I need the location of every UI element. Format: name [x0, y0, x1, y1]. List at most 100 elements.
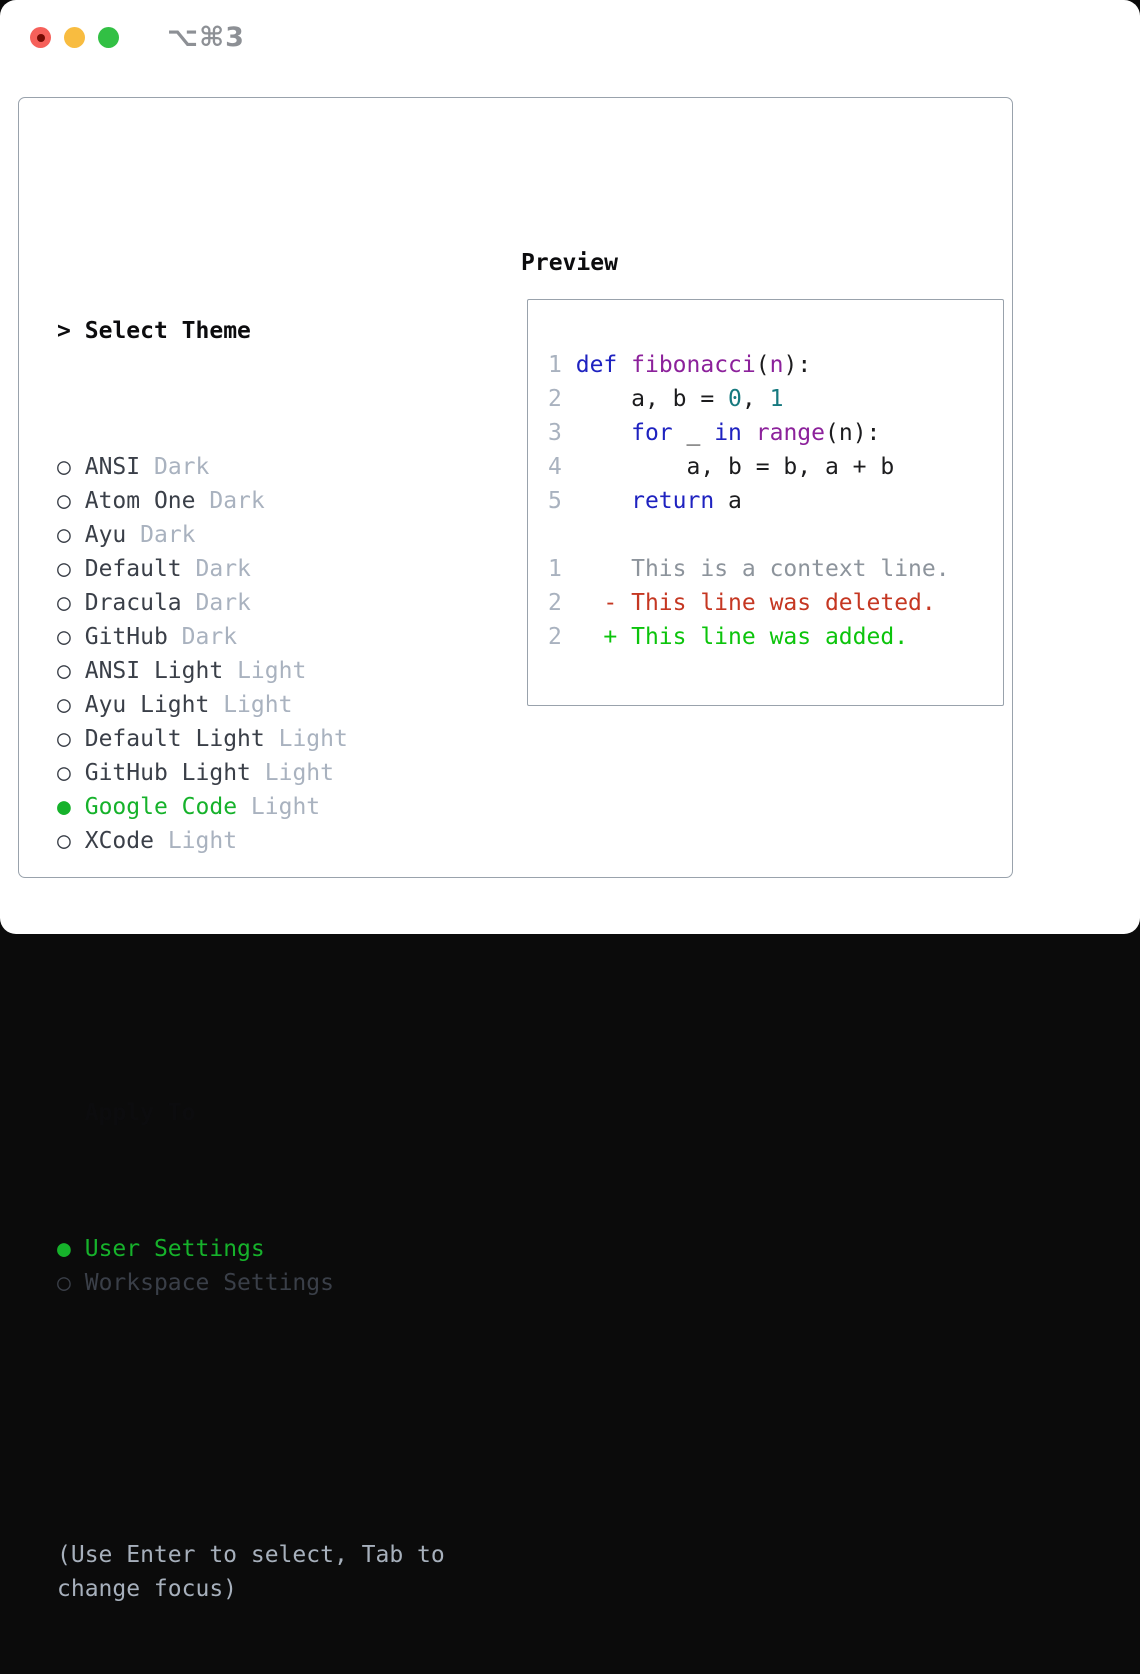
theme-variant-tag: Light [278, 726, 348, 752]
theme-picker-panel: > Select Theme ○ ANSI Dark○ Atom One Dar… [18, 97, 1013, 1602]
code-segment-pl [562, 488, 631, 514]
code-segment-pl [562, 352, 576, 378]
code-segment-pl: ): [783, 352, 812, 378]
window: ⌥⌘3 > Select Theme ○ ANSI Dark○ Atom One… [0, 0, 1140, 1602]
radio-unselected-icon: ○ [57, 454, 71, 480]
code-segment-lit: 0 [728, 386, 742, 412]
close-button[interactable] [30, 27, 51, 48]
help-text-line: change focus) [57, 1576, 238, 1602]
apply-to-options-list: ● User Settings○ Workspace Settings [57, 1232, 517, 1300]
apply-to-header: Apply To [57, 1096, 517, 1130]
theme-variant-tag: Light [223, 692, 293, 718]
spacer [57, 1402, 517, 1436]
select-theme-title: Select Theme [84, 318, 251, 344]
code-segment-pl: a, b = b, a + b [686, 454, 895, 480]
radio-selected-icon: ● [57, 794, 71, 820]
code-line-2: 2 a, b = 0, 1 [548, 382, 1003, 416]
theme-variant-tag: Dark [153, 454, 210, 480]
radio-unselected-icon: ○ [57, 624, 71, 650]
theme-option-github-light-light[interactable]: ○ GitHub Light Light [57, 756, 517, 790]
window-title-shortcut: ⌥⌘3 [167, 22, 245, 53]
code-line-5: 5 return a [548, 484, 1003, 518]
theme-variant-tag: Light [250, 794, 321, 820]
minimize-button[interactable] [64, 27, 85, 48]
code-line-1: 1 def fibonacci(n): [548, 348, 1003, 382]
theme-option-google-code-light[interactable]: ● Google Code Light [57, 790, 517, 824]
radio-unselected-icon: ○ [57, 488, 71, 514]
diff-added-line: 2 + This line was added. [548, 620, 1003, 654]
code-segment-kw: for [631, 420, 673, 446]
theme-name: ANSI Light [84, 658, 224, 684]
code-segment-add: + This line was added. [603, 624, 909, 650]
zoom-button[interactable] [98, 27, 119, 48]
radio-unselected-icon: ○ [57, 522, 71, 548]
code-segment-pl: ( [755, 352, 770, 378]
apply-option-workspace-settings[interactable]: ○ Workspace Settings [57, 1266, 517, 1300]
line-number: 1 [548, 352, 562, 378]
code-segment-pl: a, b = [631, 386, 729, 412]
line-number: 5 [548, 488, 562, 514]
line-number: 1 [548, 556, 562, 582]
theme-variant-tag: Light [237, 658, 307, 684]
code-line-4: 4 a, b = b, a + b [548, 450, 1003, 484]
code-segment-pl [562, 590, 604, 616]
theme-name: Google Code [84, 794, 238, 820]
code-segment-kw: return [631, 488, 715, 514]
code-segment-pl [562, 556, 631, 582]
radio-unselected-icon: ○ [57, 658, 71, 684]
theme-variant-tag: Dark [209, 488, 265, 514]
help-text: (Use Enter to select, Tab to change focus… [57, 1538, 517, 1606]
radio-unselected-icon: ○ [57, 1270, 71, 1296]
theme-variant-tag: Light [264, 760, 334, 786]
theme-variant-tag: Dark [195, 590, 251, 616]
theme-variant-tag: Dark [140, 522, 196, 548]
diff-deleted-line: 2 - This line was deleted. [548, 586, 1003, 620]
select-theme-header: > Select Theme [57, 314, 517, 348]
code-segment-pl [742, 420, 756, 446]
theme-variant-tag: Dark [181, 624, 238, 650]
theme-list-panel: > Select Theme ○ ANSI Dark○ Atom One Dar… [57, 246, 517, 1674]
theme-options-list: ○ ANSI Dark○ Atom One Dark○ Ayu Dark○ De… [57, 450, 517, 858]
prompt-icon: > [57, 318, 71, 344]
code-segment-pl: , [741, 386, 770, 412]
theme-option-ayu-light-light[interactable]: ○ Ayu Light Light [57, 688, 517, 722]
theme-name: Default [84, 556, 182, 582]
theme-name: GitHub Light [84, 760, 251, 786]
code-segment-pl [562, 454, 687, 480]
code-segment-del: - This line was deleted. [603, 590, 936, 616]
theme-variant-tag: Dark [195, 556, 251, 582]
theme-option-ayu-dark[interactable]: ○ Ayu Dark [57, 518, 517, 552]
code-line-3: 3 for _ in range(n): [548, 416, 1003, 450]
line-number: 4 [548, 454, 562, 480]
radio-unselected-icon: ○ [57, 726, 71, 752]
radio-unselected-icon: ○ [57, 556, 71, 582]
code-segment-pl [562, 624, 604, 650]
code-segment-ctx: This is a context line. [631, 556, 950, 582]
theme-name: Ayu [84, 522, 127, 548]
code-segment-pl: (n): [825, 420, 881, 446]
theme-option-dracula-dark[interactable]: ○ Dracula Dark [57, 586, 517, 620]
theme-name: ANSI [84, 454, 141, 480]
diff-context-line: 1 This is a context line. [548, 552, 1003, 586]
help-text-line: (Use Enter to select, Tab to [57, 1542, 445, 1568]
apply-option-user-settings[interactable]: ● User Settings [57, 1232, 517, 1266]
preview-title: Preview [521, 250, 618, 276]
apply-option-label: User Settings [84, 1236, 265, 1262]
line-number: 2 [548, 386, 562, 412]
radio-unselected-icon: ○ [57, 590, 71, 616]
theme-option-default-light-light[interactable]: ○ Default Light Light [57, 722, 517, 756]
theme-option-github-dark[interactable]: ○ GitHub Dark [57, 620, 517, 654]
code-segment-pl [562, 420, 631, 446]
code-segment-pl [617, 352, 631, 378]
radio-unselected-icon: ○ [57, 760, 71, 786]
theme-option-xcode-light[interactable]: ○ XCode Light [57, 824, 517, 858]
theme-option-atom-one-dark[interactable]: ○ Atom One Dark [57, 484, 517, 518]
code-segment-fn: fibonacci [631, 352, 756, 378]
code-segment-lit: 1 [769, 386, 784, 412]
line-number: 3 [548, 420, 562, 446]
theme-option-ansi-dark[interactable]: ○ ANSI Dark [57, 450, 517, 484]
theme-option-ansi-light-light[interactable]: ○ ANSI Light Light [57, 654, 517, 688]
theme-option-default-dark[interactable]: ○ Default Dark [57, 552, 517, 586]
